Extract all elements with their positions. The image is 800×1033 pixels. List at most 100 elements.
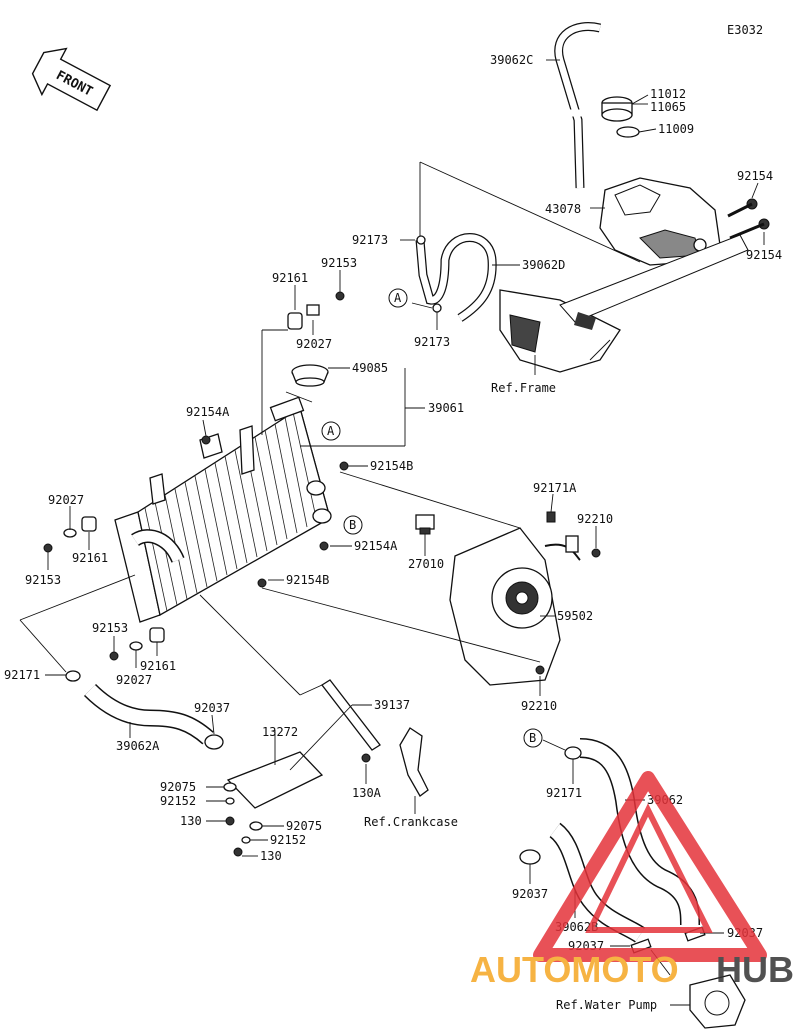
reservoir-tank — [599, 177, 721, 266]
grommet-92161-lower — [149, 627, 165, 643]
label-92037-left: 92037 — [194, 701, 230, 715]
diagram-code: E3032 — [727, 23, 763, 37]
label-130a: 130A — [352, 786, 382, 800]
label-92173-upper: 92173 — [352, 233, 388, 247]
svg-text:A: A — [327, 424, 335, 438]
label-92154a-upper: 92154A — [186, 405, 230, 419]
fan-switch-27010 — [415, 514, 435, 535]
clamp-92171-right — [564, 746, 582, 760]
bolt-92154b-upper — [339, 461, 349, 471]
watermark-text-hub: HUB — [716, 949, 794, 990]
bolt-130-left — [225, 816, 235, 826]
collar-92027-lower — [129, 641, 143, 651]
callout-a-lower: A — [321, 421, 341, 441]
radiator-assembly — [114, 396, 332, 623]
label-130-right: 130 — [260, 849, 282, 863]
label-92171a: 92171A — [533, 481, 577, 495]
bolt-130a — [361, 753, 371, 763]
label-92161-lower: 92161 — [140, 659, 176, 673]
label-92075-left: 92075 — [160, 780, 196, 794]
label-ref-crankcase: Ref.Crankcase — [364, 815, 458, 829]
label-39062a: 39062A — [116, 739, 160, 753]
bolt-92154-lower — [729, 218, 770, 240]
label-92171-left: 92171 — [4, 668, 40, 682]
label-130-left: 130 — [180, 814, 202, 828]
svg-text:B: B — [349, 518, 356, 532]
label-39062c: 39062C — [490, 53, 533, 67]
label-92075-right: 92075 — [286, 819, 322, 833]
label-92171-right: 92171 — [546, 786, 582, 800]
label-92027-upper: 92027 — [296, 337, 332, 351]
clamp-92171-left — [65, 670, 81, 682]
bolt-92153-upper — [335, 291, 345, 301]
bolt-92154a-lower — [319, 541, 329, 551]
part-labels: 39062C 11012 11065 11009 92154 43078 921… — [4, 53, 782, 1012]
callout-b-upper: B — [343, 515, 363, 535]
svg-text:B: B — [529, 731, 536, 745]
watermark-logo: AUTOMOTO HUB — [470, 771, 794, 990]
clamp-92171a — [546, 511, 556, 523]
label-39061: 39061 — [428, 401, 464, 415]
bolt-130-right — [233, 847, 243, 857]
nut-92210-lower — [535, 665, 545, 675]
callout-b-lower: B — [523, 728, 543, 748]
frame-reference — [499, 234, 749, 373]
nut-92210-upper — [591, 548, 601, 558]
label-92210-lower: 92210 — [521, 699, 557, 713]
radiator-core — [144, 411, 318, 612]
label-92161-left: 92161 — [72, 551, 108, 565]
bolt-92154b-lower — [257, 578, 267, 588]
watermark-text-automoto: AUTOMOTO — [470, 949, 679, 990]
collar-92027-left — [63, 528, 77, 538]
reservoir-cap — [601, 96, 640, 138]
label-92027-lower: 92027 — [116, 673, 152, 687]
label-11009: 11009 — [658, 122, 694, 136]
label-92173-lower: 92173 — [414, 335, 450, 349]
label-92037-right-upper: 92037 — [512, 887, 548, 901]
label-11012: 11012 — [650, 87, 686, 101]
svg-text:A: A — [394, 291, 402, 305]
clamp-92037-right-upper — [519, 849, 541, 865]
front-arrow-icon: FRONT — [31, 47, 112, 112]
label-49085: 49085 — [352, 361, 388, 375]
label-92210-upper: 92210 — [577, 512, 613, 526]
label-92153-lower: 92153 — [92, 621, 128, 635]
bracket-39137 — [321, 679, 381, 751]
label-43078: 43078 — [545, 202, 581, 216]
collar-92027-upper — [306, 304, 320, 316]
shroud-13272 — [226, 751, 324, 809]
water-pump-reference — [689, 974, 746, 1029]
label-92153-upper: 92153 — [321, 256, 357, 270]
label-27010: 27010 — [408, 557, 444, 571]
label-11065: 11065 — [650, 100, 686, 114]
label-ref-frame: Ref.Frame — [491, 381, 556, 395]
radiator-cap-49085 — [291, 364, 329, 387]
bolt-92153-lower — [109, 651, 119, 661]
grommet-92075-right — [249, 821, 263, 831]
bolt-92154-upper — [727, 198, 758, 218]
label-13272: 13272 — [262, 725, 298, 739]
clamp-92173-lower — [432, 303, 442, 313]
label-92154a-lower: 92154A — [354, 539, 398, 553]
grommet-92161-left — [81, 516, 97, 532]
label-92152-left: 92152 — [160, 794, 196, 808]
label-39137: 39137 — [374, 698, 410, 712]
bolt-92154a-upper — [201, 435, 211, 445]
clamp-92173-upper — [416, 235, 426, 245]
grommet-92161-upper — [287, 312, 303, 330]
clamp-92037-left — [204, 734, 224, 750]
radiator-fan-59502 — [449, 527, 581, 686]
label-39062d: 39062D — [522, 258, 565, 272]
callout-a-upper: A — [388, 288, 408, 308]
label-ref-water-pump: Ref.Water Pump — [556, 998, 657, 1012]
collar-92152-right — [241, 836, 251, 844]
collar-92152-left — [225, 797, 235, 805]
label-92027-left: 92027 — [48, 493, 84, 507]
label-92154b-lower: 92154B — [286, 573, 329, 587]
crankcase-reference — [399, 727, 429, 797]
label-92152-right: 92152 — [270, 833, 306, 847]
label-92161-upper: 92161 — [272, 271, 308, 285]
hose-39062d — [415, 233, 497, 322]
label-59502: 59502 — [557, 609, 593, 623]
